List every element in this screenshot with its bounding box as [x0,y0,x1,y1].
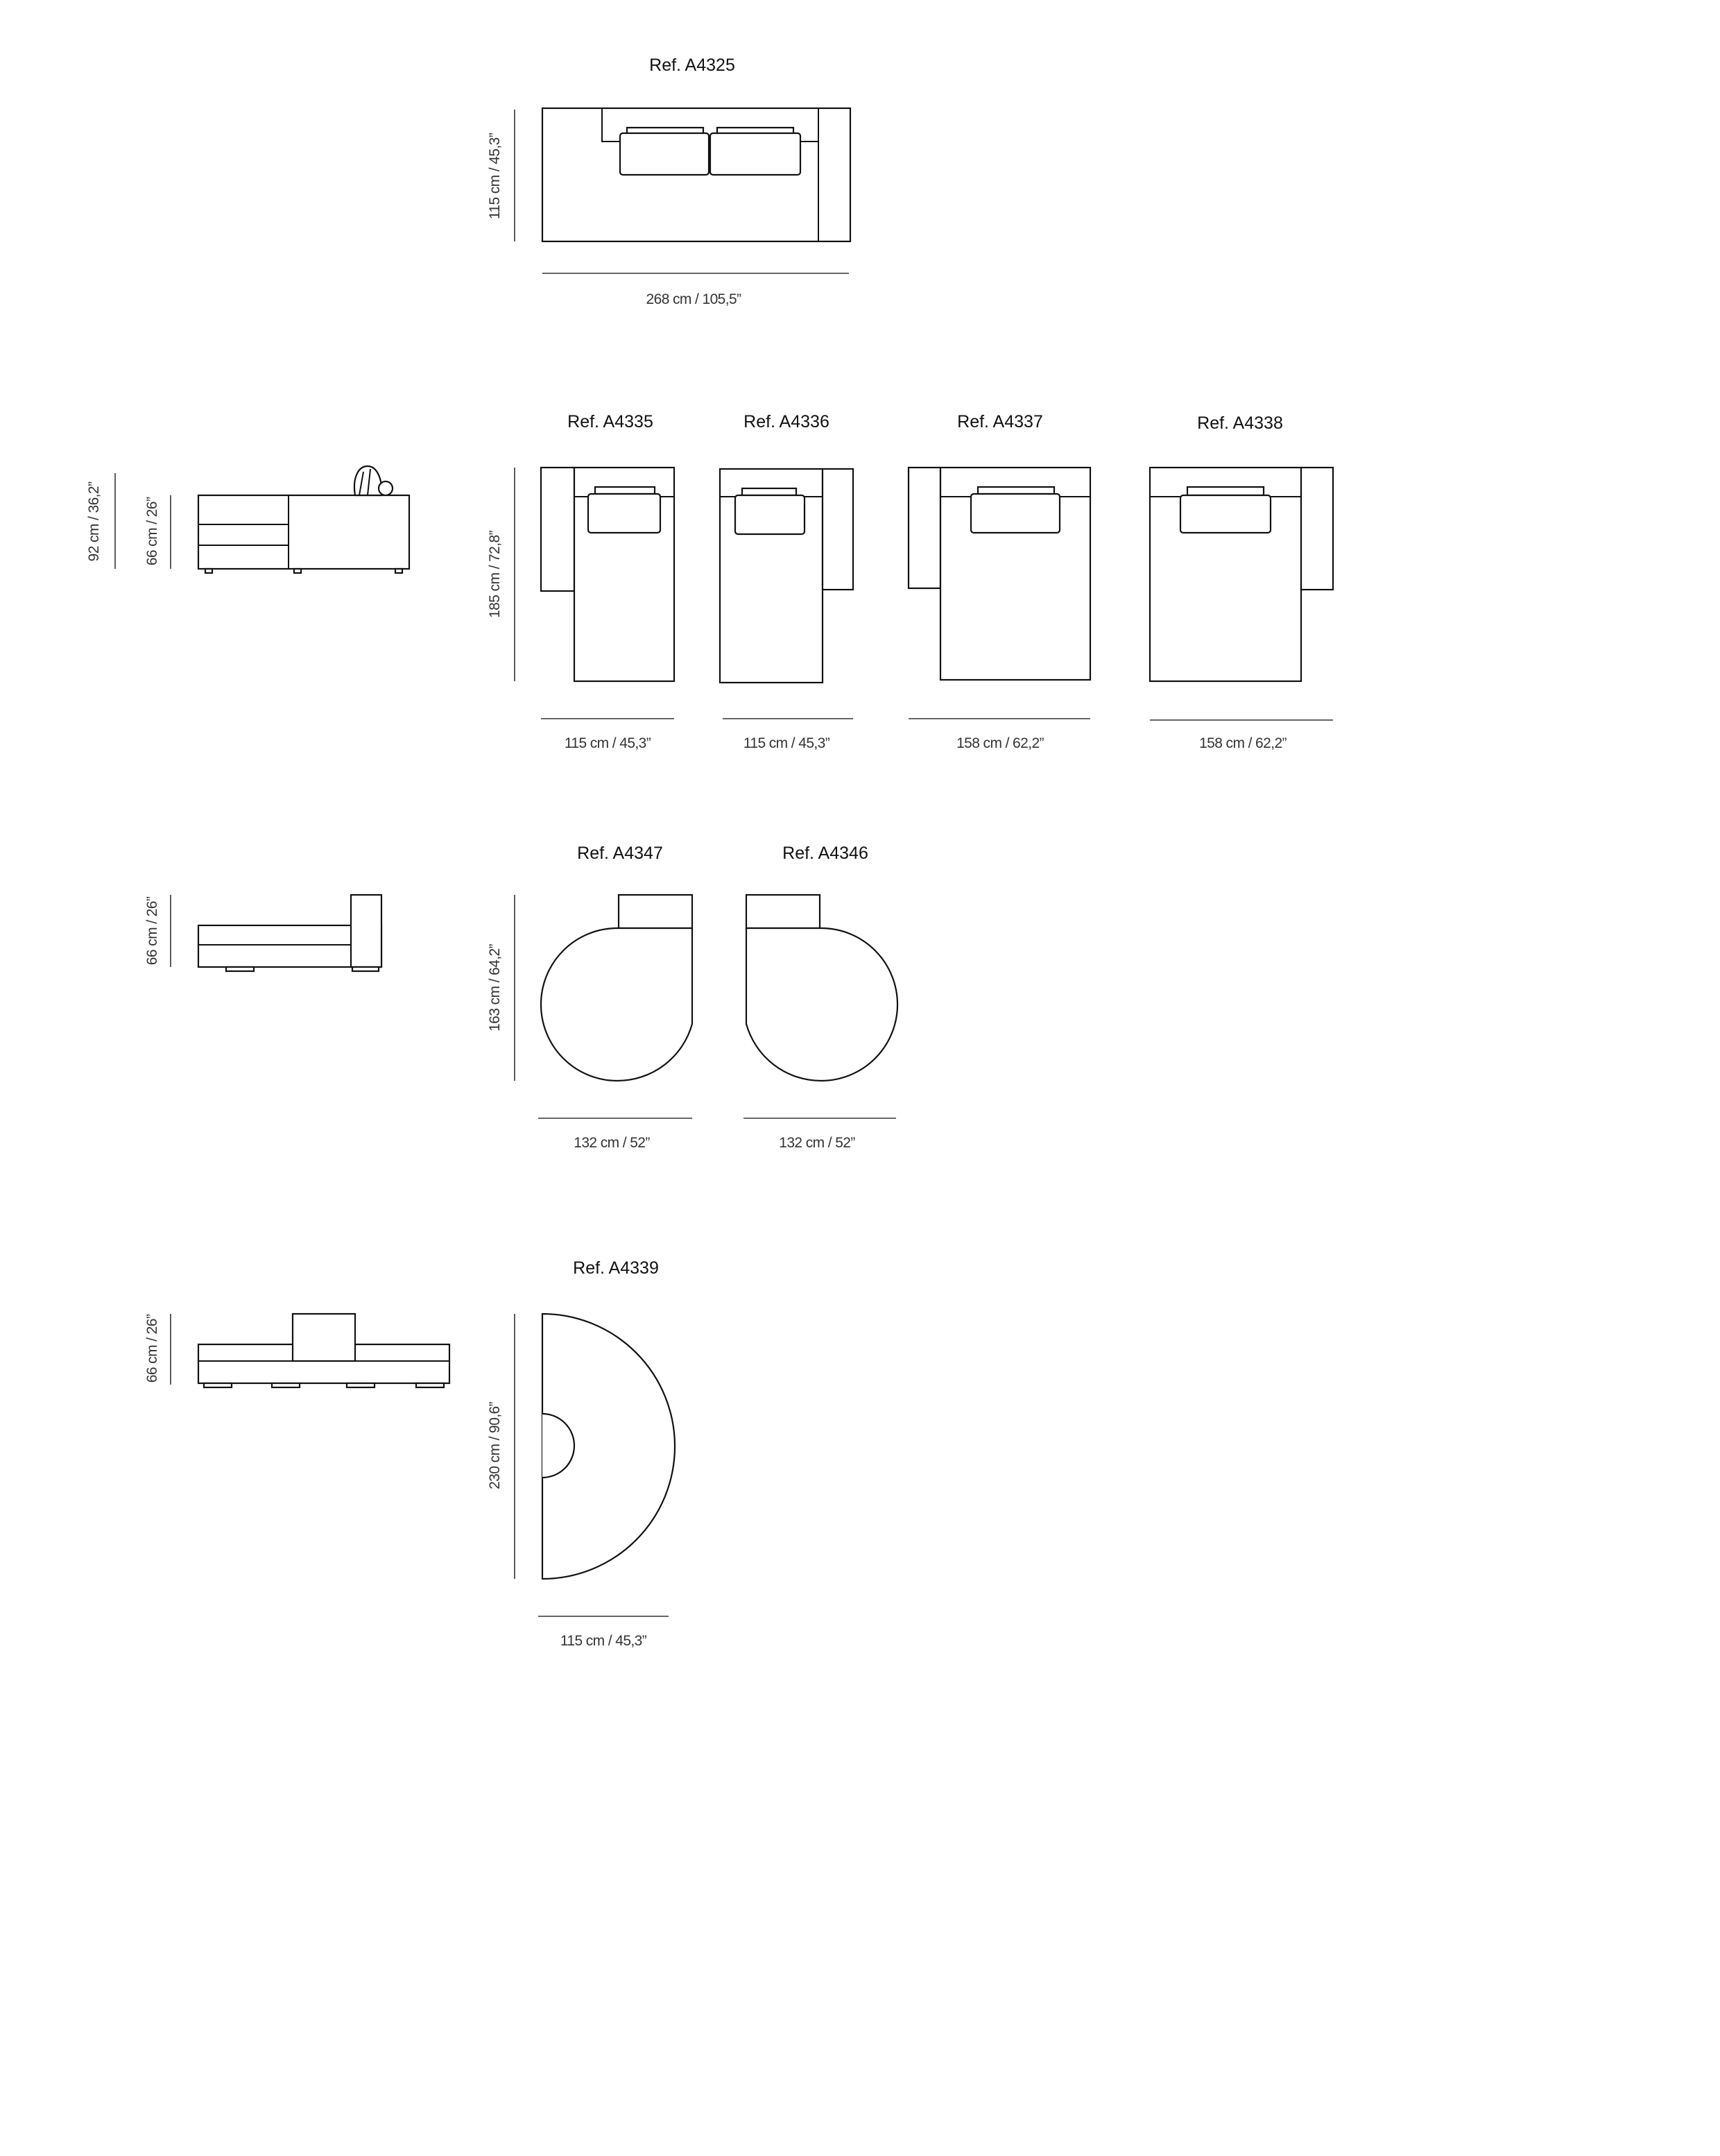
side-elevation-half-round: 66 cm / 26” [144,1312,451,1389]
sofa-plan-a4325 [541,107,852,243]
width-dimension-label: 115 cm / 45,3” [743,735,830,751]
total-height-label: 92 cm / 36,2” [86,481,102,561]
width-dimension-label: 132 cm / 52” [779,1135,855,1151]
model-a4338: Ref. A4338 158 cm / 62,2” [1149,413,1334,751]
model-ref-title: Ref. A4335 [567,412,653,431]
width-dimension-label: 268 cm / 105,5” [646,291,742,307]
width-dimension-label: 115 cm / 45,3” [560,1633,647,1649]
side-elevation-chaise: 92 cm / 36,2” 66 cm / 26” [86,465,411,574]
height-label: 66 cm / 26” [144,1314,160,1383]
seat-height-label: 66 cm / 26” [144,497,160,565]
model-ref-title: Ref. A4347 [577,844,663,863]
depth-dimension-label: 163 cm / 64,2” [487,943,503,1031]
model-ref-title: Ref. A4346 [782,844,868,863]
model-a4336: Ref. A4336 115 cm / 45,3” [719,412,854,751]
side-elevation-round-chaise: 66 cm / 26” [144,893,383,973]
model-ref-title: Ref. A4325 [649,55,735,75]
model-ref-title: Ref. A4338 [1197,413,1283,433]
depth-dimension-label: 230 cm / 90,6” [487,1401,503,1489]
model-a4337: Ref. A4337 158 cm / 62,2” [907,412,1092,751]
depth-dimension-label: 185 cm / 72,8” [487,530,503,617]
width-dimension-label: 158 cm / 62,2” [1199,735,1287,751]
model-a4347: Ref. A4347 132 cm / 52” [538,844,694,1151]
width-dimension-label: 158 cm / 62,2” [956,735,1044,751]
model-ref-title: Ref. A4339 [573,1258,659,1278]
width-dimension-label: 115 cm / 45,3” [565,735,651,751]
model-a4346: Ref. A4346 132 cm / 52” [743,844,899,1151]
width-dimension-label: 132 cm / 52” [574,1135,650,1151]
model-a4325: Ref. A4325 115 cm / 45,3” 268 cm / 105,5… [487,55,852,307]
model-a4339: Ref. A4339 230 cm / 90,6” 115 cm / 45,3” [487,1258,676,1649]
model-ref-title: Ref. A4337 [957,412,1043,431]
model-ref-title: Ref. A4336 [743,412,829,431]
model-a4335: Ref. A4335 115 cm / 45,3” [540,412,676,751]
depth-dimension-label: 115 cm / 45,3” [487,132,503,219]
height-label: 66 cm / 26” [144,896,160,965]
